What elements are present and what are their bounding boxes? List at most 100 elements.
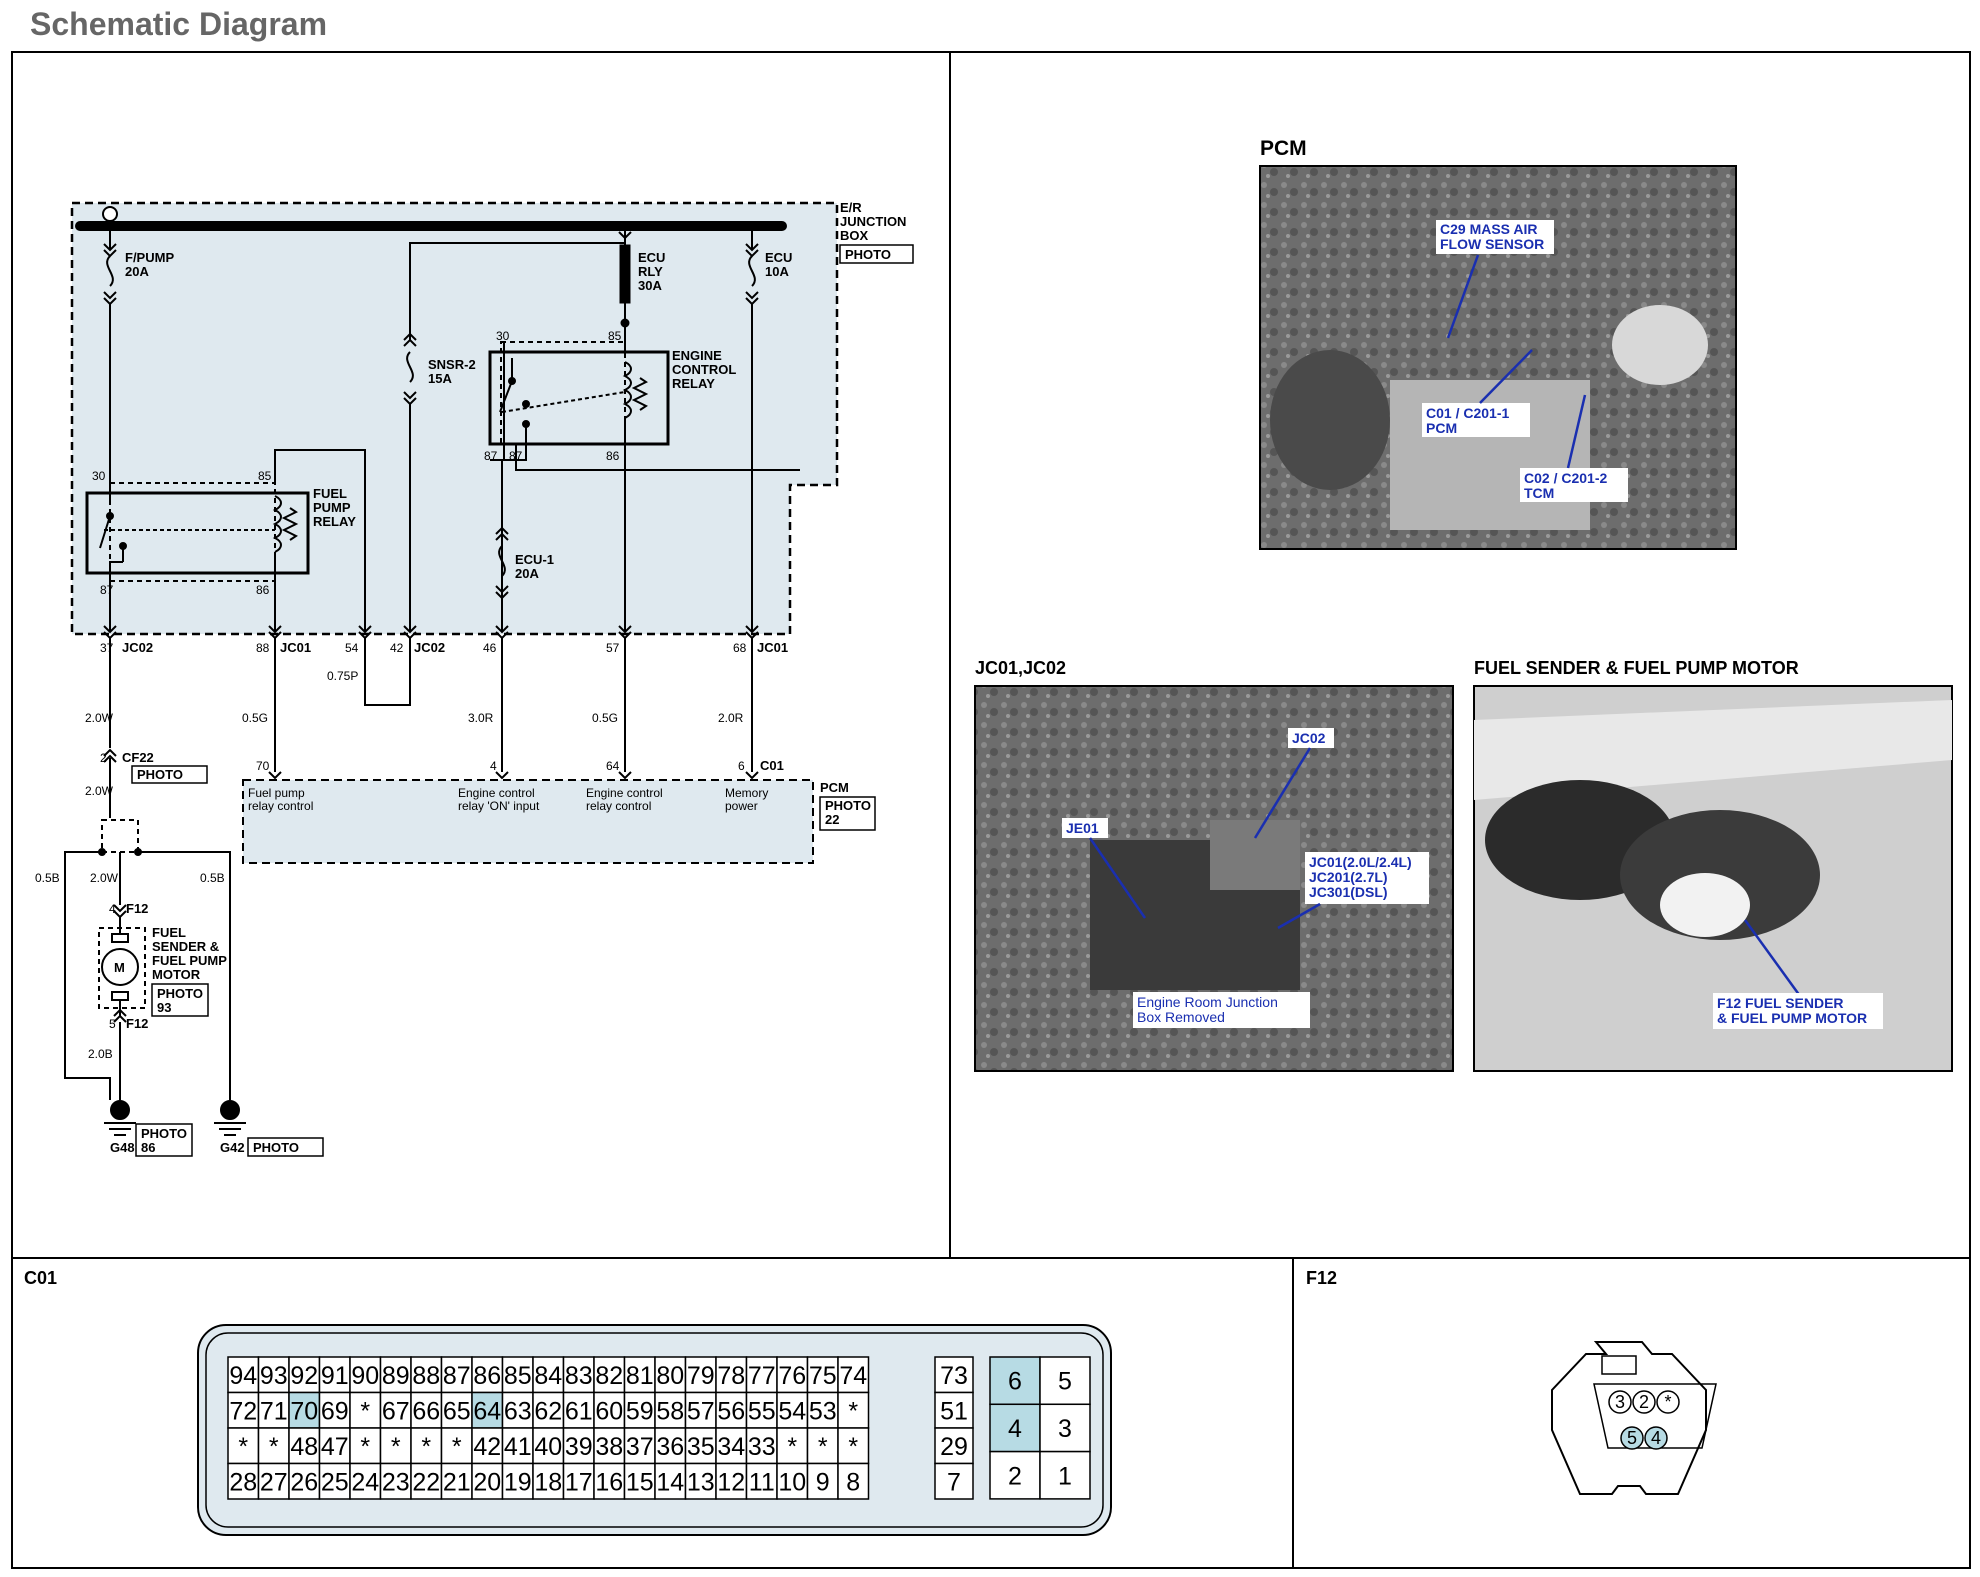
c01-pin-cell xyxy=(410,1427,443,1465)
g42-name: G42 xyxy=(220,1140,245,1155)
wire-w3: 3.0R xyxy=(468,711,494,725)
c01-pin-cell xyxy=(501,1462,534,1500)
c01-pin-cell xyxy=(623,1391,656,1429)
fpump-fuse-rating: 20A xyxy=(125,264,149,279)
c01-pin-cell xyxy=(837,1462,870,1500)
motor-conn-bot: F12 xyxy=(126,1016,148,1031)
jpin-5: 57 xyxy=(606,641,620,655)
c01-pin-label: 39 xyxy=(565,1433,593,1461)
c01-pin-cell xyxy=(349,1427,382,1465)
c01-pin-label: * xyxy=(848,1433,858,1461)
ecu-rly-fuse-1: ECU xyxy=(638,250,665,265)
c01-pin-label: * xyxy=(818,1433,828,1461)
junction-box-outline xyxy=(70,201,839,636)
jconn-3: JC02 xyxy=(414,640,445,655)
fuel-callout-1a: F12 FUEL SENDER xyxy=(1717,995,1844,1011)
c01-pin-cell xyxy=(684,1356,717,1394)
pcm-func-4b: power xyxy=(725,799,758,813)
jc-callout-3c: JC301(DSL) xyxy=(1309,884,1388,900)
pcm-callout-1b: FLOW SENSOR xyxy=(1440,236,1544,252)
c01-pin-label: 81 xyxy=(626,1362,654,1390)
fpr-name-1: FUEL xyxy=(313,486,347,501)
sheet-frame xyxy=(11,51,1971,1569)
motor-photo-2: 93 xyxy=(157,1000,171,1015)
wiring-schematic: E/R JUNCTION BOX PHOTO F/PUMP 20A ECU RL… xyxy=(35,200,914,1157)
ecu1-fuse xyxy=(495,526,509,600)
motor-photo-1: PHOTO xyxy=(157,986,203,1001)
c01-pin-label: 60 xyxy=(595,1397,623,1425)
fpump-fuse xyxy=(103,221,117,480)
c01-pin-label: * xyxy=(360,1433,370,1461)
ecr-name-3: RELAY xyxy=(672,376,715,391)
c01-pin-label: 83 xyxy=(565,1362,593,1390)
wire-w7: 2.0W xyxy=(90,871,119,885)
f12-pin-label: 4 xyxy=(1651,1428,1661,1448)
fpump-fuse-name: F/PUMP xyxy=(125,250,174,265)
c01-pin-label: 12 xyxy=(717,1468,745,1496)
c01-pin-cell xyxy=(318,1427,351,1465)
motor-pin-top: 4 xyxy=(109,902,116,916)
jconn-0: JC02 xyxy=(122,640,153,655)
c01-side-cell xyxy=(934,1462,974,1500)
c01-pin-label: 53 xyxy=(809,1397,837,1425)
c01-pin-label: 87 xyxy=(443,1362,471,1390)
c01-pin-cell xyxy=(257,1462,290,1500)
f12-pin xyxy=(1656,1390,1680,1414)
fpr-name-3: RELAY xyxy=(313,514,356,529)
f12-pin xyxy=(1644,1426,1668,1450)
c01-pin-label: 48 xyxy=(290,1433,318,1461)
c01-side-label: 7 xyxy=(947,1468,961,1496)
c01-side-cell xyxy=(934,1427,974,1465)
c01-pin-cell xyxy=(532,1356,565,1394)
jpin-1: 88 xyxy=(256,641,270,655)
ecr-pin-87a: 87 xyxy=(484,449,498,463)
ecu1-fuse-rating: 20A xyxy=(515,566,539,581)
motor-name-2: SENDER & xyxy=(152,939,219,954)
c01-pin-label: * xyxy=(848,1397,858,1425)
junction-box-photo: PHOTO xyxy=(845,247,891,262)
fpr-name-2: PUMP xyxy=(313,500,351,515)
c01-pin-label: 71 xyxy=(260,1397,288,1425)
c01-power-cell xyxy=(1039,1450,1091,1500)
pcm-callout-2a: C01 / C201-1 xyxy=(1426,405,1509,421)
c01-pin-label: 62 xyxy=(534,1397,562,1425)
motor-pin-bot: 5 xyxy=(109,1017,116,1031)
pcm-func-3a: Engine control xyxy=(586,786,663,800)
c01-pin-cell xyxy=(745,1462,778,1500)
c01-pin-label: * xyxy=(269,1433,279,1461)
wire-w4: 0.5G xyxy=(592,711,618,725)
fpr-pin-85: 85 xyxy=(258,469,272,483)
jconn-6: JC01 xyxy=(757,640,788,655)
c01-title: C01 xyxy=(24,1268,57,1288)
wire-05b-left: 0.5B xyxy=(35,871,60,885)
c01-side-label: 73 xyxy=(940,1362,968,1390)
pcm-conn-name: C01 xyxy=(760,758,784,773)
jpin-3: 42 xyxy=(390,641,404,655)
ecr-pin-30: 30 xyxy=(496,329,510,343)
c01-pin-cell xyxy=(654,1462,687,1500)
jc-callout-4a: Engine Room Junction xyxy=(1137,994,1278,1010)
c01-pin-label: 55 xyxy=(748,1397,776,1425)
snsr2-fuse xyxy=(403,242,625,632)
wire-05b-right: 0.5B xyxy=(200,871,225,885)
c01-pin-cell xyxy=(745,1391,778,1429)
c01-pin-label: * xyxy=(421,1433,431,1461)
c01-pin-label: 42 xyxy=(473,1433,501,1461)
f12-pin-label: 2 xyxy=(1639,1392,1649,1412)
pcm-wires xyxy=(109,638,759,780)
pcm-func-1a: Fuel pump xyxy=(248,786,305,800)
wire-20b: 2.0B xyxy=(88,1047,113,1061)
c01-pin-label: * xyxy=(391,1433,401,1461)
c01-pin-label: 58 xyxy=(656,1397,684,1425)
ecr-name-1: ENGINE xyxy=(672,348,722,363)
c01-pin-label: 13 xyxy=(687,1468,715,1496)
fuel-photo-panel: FUEL SENDER & FUEL PUMP MOTOR F12 FUEL S… xyxy=(1473,658,1953,1072)
c01-pin-label: 17 xyxy=(565,1468,593,1496)
motor-symbol: M xyxy=(114,960,125,975)
jpin-0: 37 xyxy=(100,641,114,655)
c01-pin-label: 26 xyxy=(290,1468,318,1496)
jc-photo-title: JC01,JC02 xyxy=(975,658,1066,678)
c01-pin-cell xyxy=(471,1462,504,1500)
c01-pin-label: 69 xyxy=(321,1397,349,1425)
motor-circuit xyxy=(64,819,231,1100)
